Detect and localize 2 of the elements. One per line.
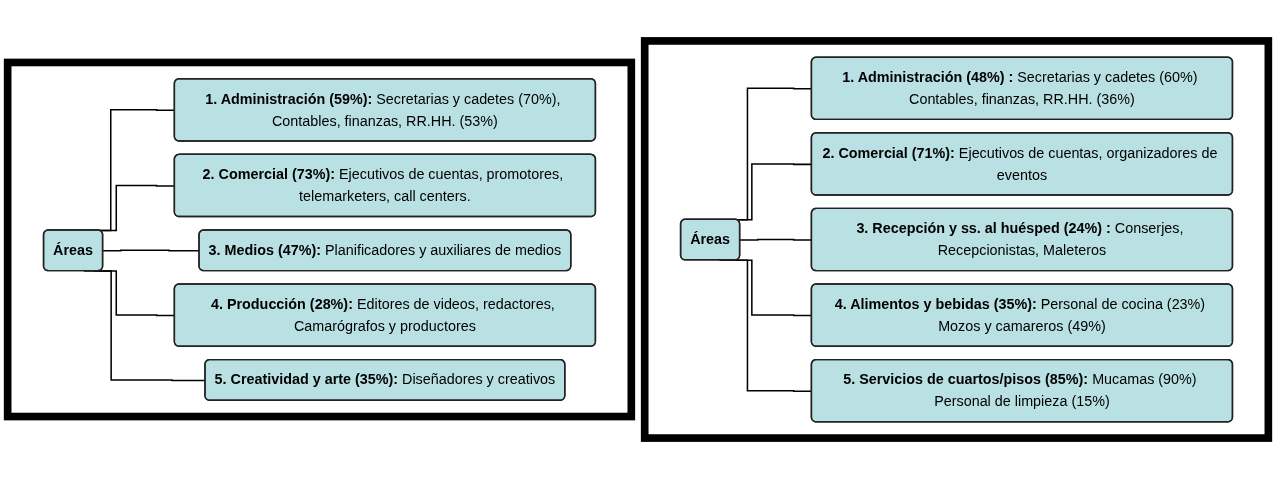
cluster: [3, 58, 636, 421]
cluster: [640, 37, 1273, 442]
